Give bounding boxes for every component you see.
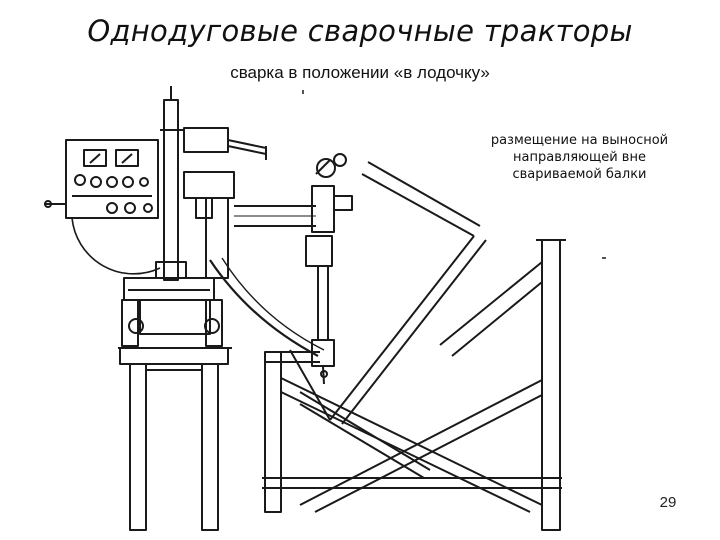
note-line-1: размещение на выносной — [490, 133, 669, 148]
note-line-2: направляющей вне — [513, 150, 646, 165]
welded-beam — [289, 161, 487, 479]
control-panel — [44, 139, 159, 219]
wire-hose — [209, 259, 319, 357]
placement-note: размещение на выносной направляющей вне … — [462, 132, 697, 183]
welding-head — [305, 153, 353, 385]
support-frame — [262, 239, 566, 531]
mast — [160, 86, 267, 281]
note-line-3: свариваемой балки — [512, 167, 647, 182]
cross-arm — [183, 171, 316, 279]
slide-subtitle: сварка в положении «в лодочку» — [230, 63, 490, 82]
page-number: 29 — [659, 494, 677, 511]
slide-title: Однодуговые сварочные тракторы — [87, 14, 633, 48]
wire-reel — [71, 217, 161, 275]
tractor-stand — [118, 347, 232, 531]
